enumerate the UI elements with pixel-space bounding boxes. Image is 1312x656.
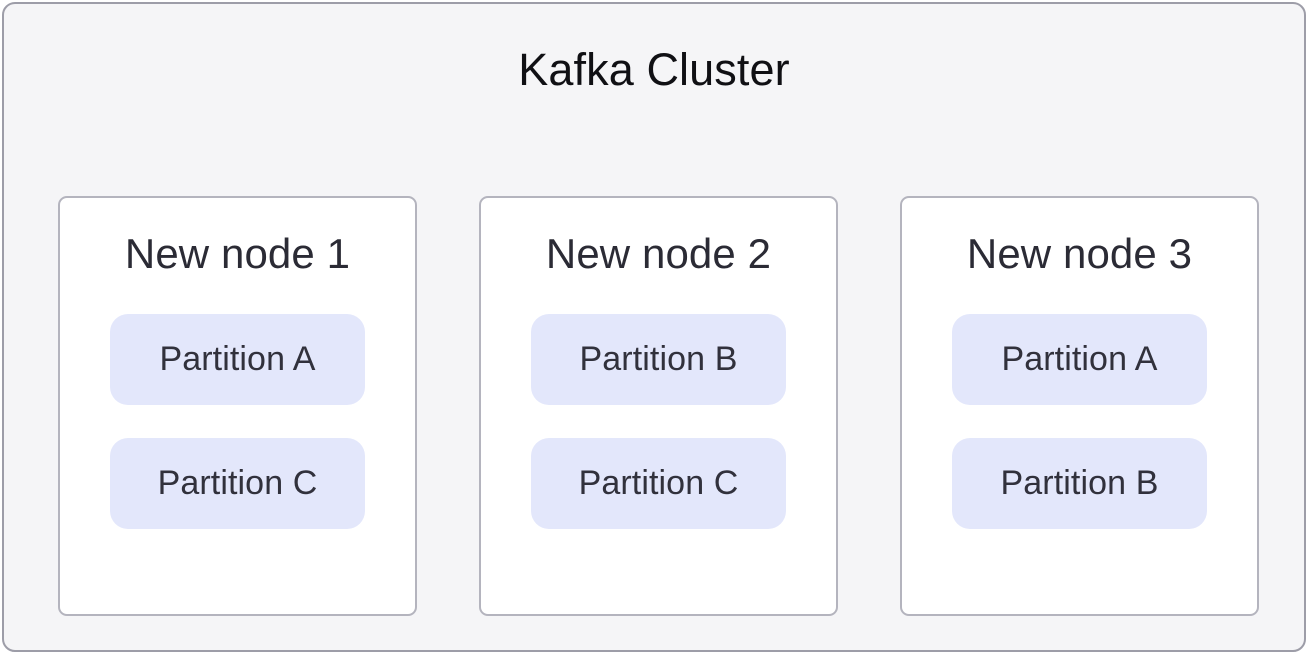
cluster-title: Kafka Cluster <box>518 44 790 95</box>
partition-pill[interactable]: Partition C <box>110 438 365 530</box>
partition-list: Partition B Partition C <box>481 314 836 530</box>
node-card-1[interactable]: New node 1 Partition A Partition C <box>58 196 417 616</box>
partition-pill[interactable]: Partition A <box>110 314 365 406</box>
partition-list: Partition A Partition B <box>902 314 1257 530</box>
partition-list: Partition A Partition C <box>60 314 415 530</box>
node-title: New node 1 <box>124 230 351 277</box>
node-list: New node 1 Partition A Partition C New n… <box>58 196 1259 616</box>
node-card-2[interactable]: New node 2 Partition B Partition C <box>479 196 838 616</box>
node-card-3[interactable]: New node 3 Partition A Partition B <box>900 196 1259 616</box>
partition-pill[interactable]: Partition B <box>531 314 786 406</box>
node-title: New node 2 <box>545 230 772 277</box>
node-title: New node 3 <box>966 230 1193 277</box>
partition-pill[interactable]: Partition B <box>952 438 1207 530</box>
partition-pill[interactable]: Partition A <box>952 314 1207 406</box>
partition-pill[interactable]: Partition C <box>531 438 786 530</box>
